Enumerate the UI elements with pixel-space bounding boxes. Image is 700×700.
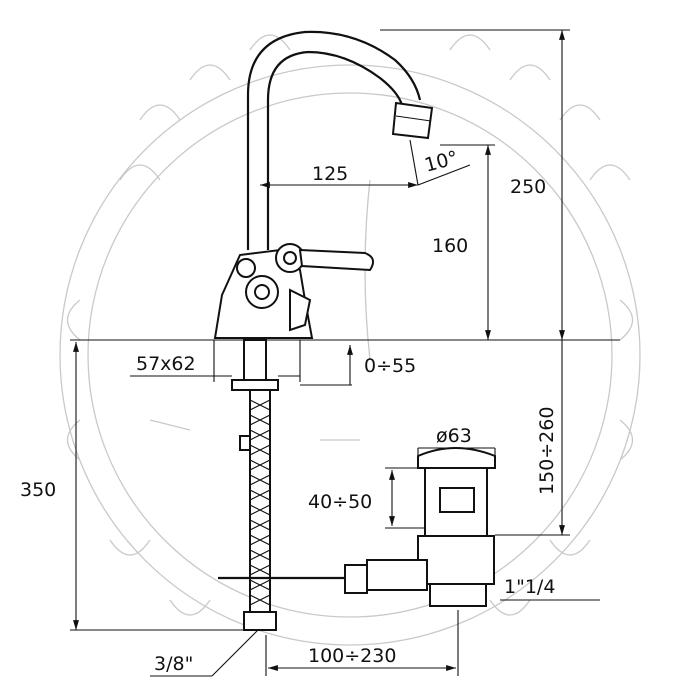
svg-text:0÷55: 0÷55 bbox=[364, 355, 416, 377]
dim-waste-body: 40÷50 bbox=[308, 467, 425, 529]
watermark-seal bbox=[59, 34, 641, 646]
popup-rod bbox=[218, 564, 368, 594]
svg-text:3/8": 3/8" bbox=[154, 653, 193, 675]
dim-spout-angle: 10° bbox=[409, 139, 471, 186]
faucet-spout bbox=[246, 30, 434, 250]
dim-supply-thread: 3/8" bbox=[150, 629, 259, 677]
svg-text:350: 350 bbox=[20, 479, 56, 501]
supply-pipe bbox=[231, 339, 279, 631]
dim-deck-thickness: 0÷55 bbox=[300, 345, 416, 386]
dim-lever-height: 160 bbox=[432, 144, 495, 340]
svg-text:ø63: ø63 bbox=[436, 425, 472, 447]
dim-spout-reach: 125 bbox=[260, 163, 418, 188]
svg-text:250: 250 bbox=[510, 176, 546, 198]
svg-text:160: 160 bbox=[432, 235, 468, 257]
svg-text:125: 125 bbox=[312, 163, 348, 185]
svg-text:40÷50: 40÷50 bbox=[308, 491, 372, 513]
dim-waste-thread: 1"1/4 bbox=[500, 576, 600, 601]
handle-lever bbox=[275, 243, 375, 273]
faucet-body bbox=[213, 248, 314, 339]
dim-pipe-offset: 100÷230 bbox=[265, 610, 459, 676]
dim-below-deck: 350 bbox=[20, 342, 244, 631]
svg-text:150÷260: 150÷260 bbox=[536, 407, 558, 495]
svg-text:100÷230: 100÷230 bbox=[308, 645, 396, 667]
waste-assembly bbox=[366, 447, 496, 607]
dim-total-height: 250 bbox=[380, 29, 570, 340]
svg-text:10°: 10° bbox=[422, 147, 460, 177]
dim-waste-diameter: ø63 bbox=[417, 425, 496, 462]
svg-text:57x62: 57x62 bbox=[136, 353, 196, 375]
dim-waste-height: 150÷260 bbox=[495, 340, 570, 536]
dim-base-size: 57x62 bbox=[130, 340, 301, 382]
svg-text:1"1/4: 1"1/4 bbox=[504, 576, 555, 598]
